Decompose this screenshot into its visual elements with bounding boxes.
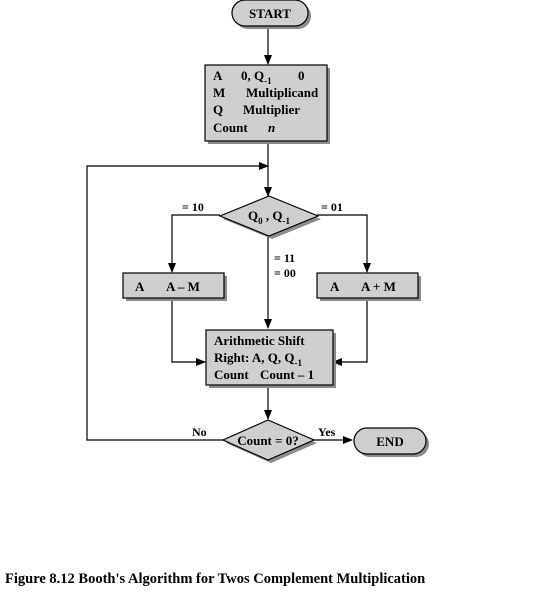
init-line-q-reg: Q (213, 102, 223, 117)
subtract-expr: A – M (166, 279, 200, 294)
count-test-label: Count = 0? (237, 433, 299, 448)
loop-back-line (86, 162, 269, 441)
init-box: A 0, Q-1 0 M Multiplicand Q Multiplier C… (204, 64, 330, 144)
add-reg: A (330, 279, 340, 294)
arrow-test-to-add (317, 214, 371, 273)
start-terminal: START (231, 0, 311, 29)
branch-label-00: = 00 (274, 266, 296, 280)
end-terminal: END (353, 427, 429, 457)
q-test-decision: Q0 , Q-1 (218, 195, 321, 239)
init-line-count-val: n (268, 120, 275, 135)
booth-flowchart: START A 0, Q-1 0 M Multiplicand Q Multip… (86, 0, 429, 463)
shift-line-2: Right: A, Q, Q-1 (214, 350, 303, 368)
connectors (86, 29, 371, 444)
arrow-test-to-subtract (168, 214, 220, 273)
add-expr: A + M (361, 279, 396, 294)
init-line-m-val: Multiplicand (246, 85, 319, 100)
init-line-count-reg: Count (213, 120, 248, 135)
branch-label-01: = 01 (321, 200, 343, 214)
count-test-decision: Count = 0? (221, 419, 317, 463)
init-line-m-reg: M (213, 85, 225, 100)
init-line-a-val: 0, Q-1 (241, 68, 272, 86)
arrow-add-to-shift (332, 300, 368, 366)
shift-count-reg: Count (214, 367, 249, 382)
branch-label-10: = 10 (182, 200, 204, 214)
figure-caption: Figure 8.12 Booth's Algorithm for Twos C… (5, 571, 426, 587)
branch-label-no: No (192, 425, 207, 439)
end-label: END (376, 434, 403, 449)
subtract-reg: A (135, 279, 145, 294)
start-label: START (249, 6, 291, 21)
shift-line-1: Arithmetic Shift (214, 333, 305, 348)
branch-label-11: = 11 (274, 251, 295, 265)
init-line-q-val: Multiplier (243, 102, 300, 117)
subtract-box: A A – M (122, 272, 227, 301)
add-box: A A + M (316, 272, 421, 301)
branch-label-yes: Yes (318, 425, 336, 439)
q-test-label: Q0 , Q-1 (248, 208, 290, 226)
init-line-a-tail: 0 (298, 68, 305, 83)
init-line-a-reg: A (213, 68, 223, 83)
shift-box: Arithmetic Shift Right: A, Q, Q-1 Count … (205, 329, 336, 388)
arrow-subtract-to-shift (171, 300, 206, 366)
shift-count-expr: Count – 1 (260, 367, 314, 382)
